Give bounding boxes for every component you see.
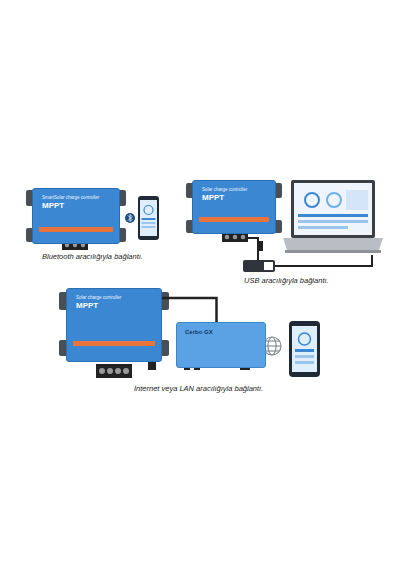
device-label: Solar charge controller (202, 187, 266, 193)
device-label: Cerbo GX (185, 328, 257, 336)
caption-text: USB aracılığıyla bağlantı. (244, 276, 329, 285)
device-label: Solar charge controller (76, 295, 152, 301)
device-label: MPPT (202, 193, 266, 203)
charge-controller: SmartSolar charge controllerMPPT (32, 188, 120, 244)
device-label: SmartSolar charge controller (42, 195, 110, 201)
device-label: MPPT (42, 201, 110, 211)
label-stripe (199, 217, 269, 222)
label-stripe (73, 341, 155, 346)
device-label: MPPT (76, 301, 152, 311)
label-stripe (39, 227, 113, 232)
cable (162, 298, 217, 322)
charge-controller: Solar charge controllerMPPT (66, 288, 162, 362)
caption-text: Bluetooth aracılığıyla bağlantı. (42, 252, 143, 261)
gx-device: Cerbo GX (176, 322, 266, 368)
charge-controller: Solar charge controllerMPPT (192, 180, 276, 234)
caption-text: İnternet veya LAN aracılığıyla bağlantı. (134, 384, 263, 393)
